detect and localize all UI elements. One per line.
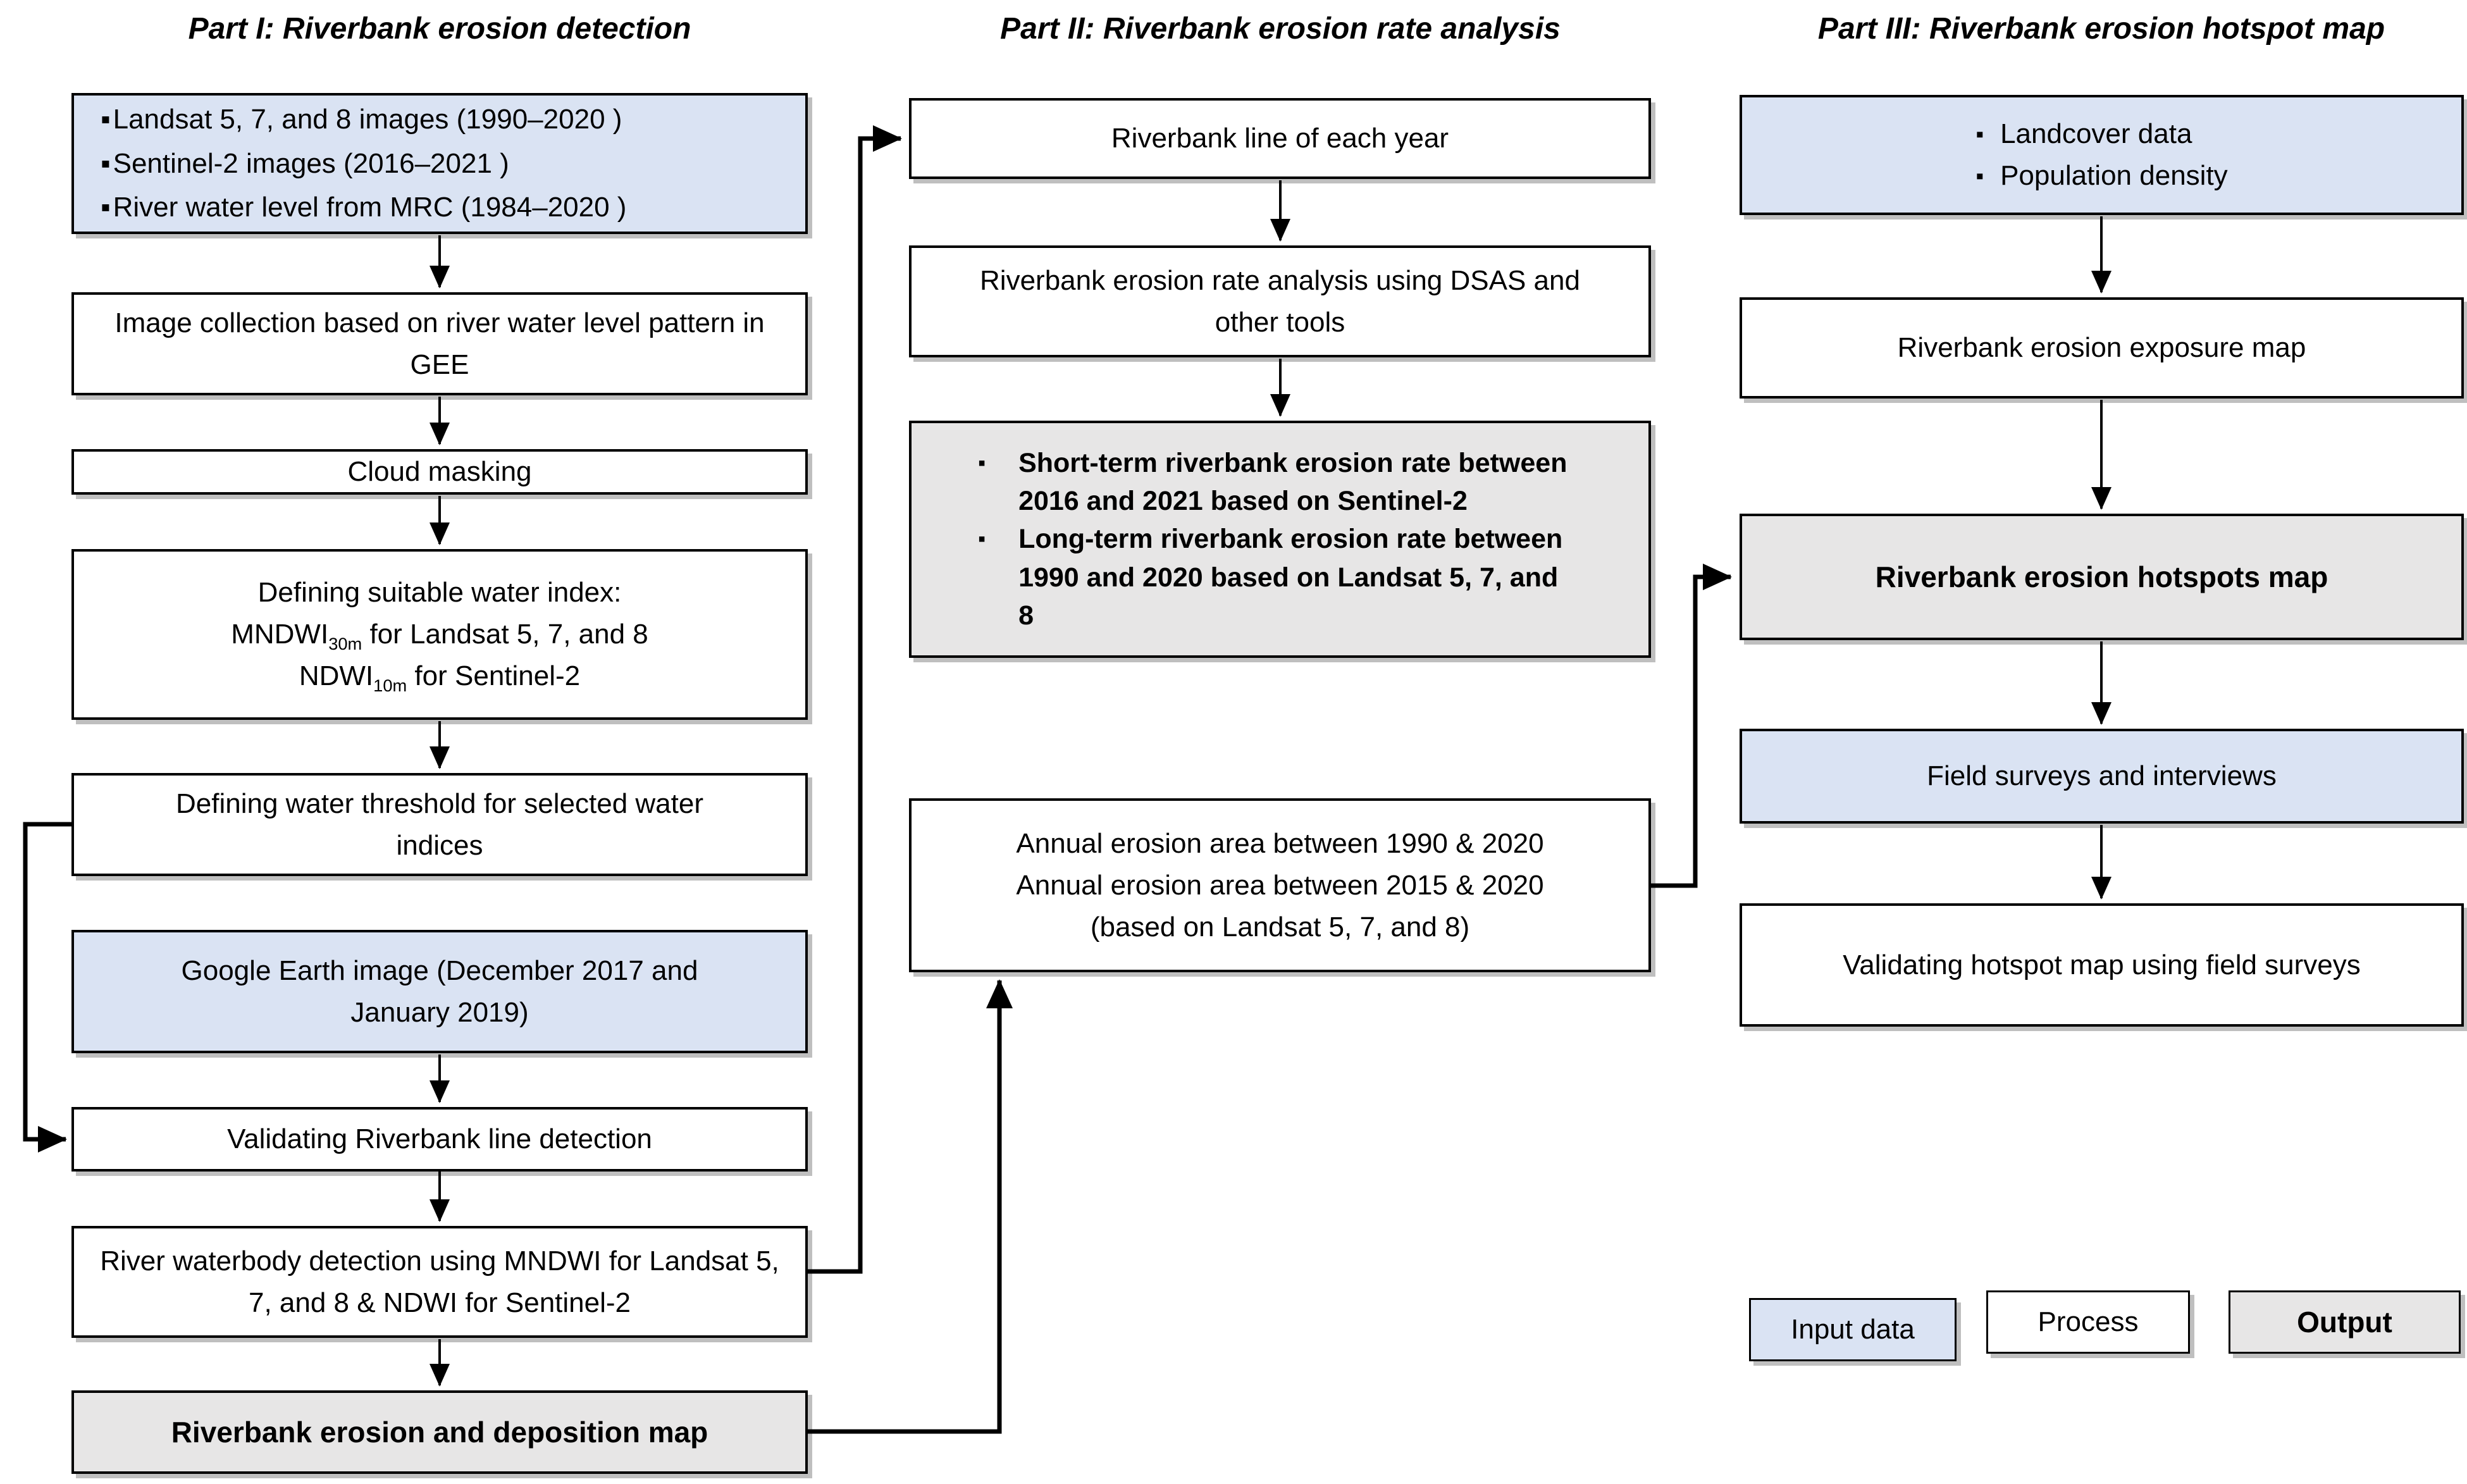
water-index-line1: Defining suitable water index: [257,577,622,608]
hotspots-map-box: Riverbank erosion hotspots map [1740,514,2464,640]
bullet-icon: ▪ [101,104,111,135]
annual-area-line3: (based on Landsat 5, 7, and 8) [1090,911,1470,943]
list-item: ▪ River water level from MRC (1984–2020 … [101,185,626,230]
right-input-label: Population density [2000,160,2228,191]
connector-threshold-to-validating-loop [23,822,71,1153]
rate-analysis-box: Riverbank erosion rate analysis using DS… [909,245,1651,357]
list-item: ▪ Landcover data [1975,113,2227,155]
input-source-label: Landsat 5, 7, and 8 images (1990–2020 ) [113,104,622,135]
list-item: ▪ Short-term riverbank erosion rate betw… [978,444,1575,520]
bullet-icon: ▪ [978,451,986,476]
validating-hotspot-box: Validating hotspot map using field surve… [1740,903,2464,1027]
erosion-rate-label: Short-term riverbank erosion rate betwee… [1018,448,1567,517]
input-source-label: River water level from MRC (1984–2020 ) [113,192,627,223]
erosion-rate-label: Long-term riverbank erosion rate between… [1018,524,1563,631]
cloud-masking-box: Cloud masking [71,449,808,495]
part2-title: Part II: Riverbank erosion rate analysis [1000,12,1561,46]
water-index-box: Defining suitable water index: MNDWI30m … [71,549,808,720]
water-index-line2: MNDWI30m for Landsat 5, 7, and 8 [231,619,648,653]
erosion-rates-box: ▪ Short-term riverbank erosion rate betw… [909,421,1651,658]
list-item: ▪ Population density [1975,155,2227,197]
water-index-line3: NDWI10m for Sentinel-2 [299,660,581,695]
input-data-sources-box: ▪ Landsat 5, 7, and 8 images (1990–2020 … [71,93,808,234]
validating-line-box: Validating Riverbank line detection [71,1107,808,1172]
annual-area-line2: Annual erosion area between 2015 & 2020 [1016,869,1544,901]
annual-erosion-area-box: Annual erosion area between 1990 & 2020 … [909,798,1651,972]
list-item: ▪ Landsat 5, 7, and 8 images (1990–2020 … [101,97,622,142]
connector-annual-area-to-hotspots-map [1651,564,1732,888]
field-surveys-box: Field surveys and interviews [1740,729,2464,824]
connector-waterbody-to-riverbank-line [808,125,902,1274]
right-input-label: Landcover data [2000,118,2192,149]
bullet-icon: ▪ [101,147,111,179]
water-threshold-box: Defining water threshold for selected wa… [71,773,808,876]
bullet-icon: ▪ [1975,121,1984,147]
part3-title: Part III: Riverbank erosion hotspot map [1817,12,2385,46]
list-item: ▪ Long-term riverbank erosion rate betwe… [978,520,1575,634]
erosion-deposition-map-box: Riverbank erosion and deposition map [71,1390,808,1474]
legend-process: Process [1986,1290,2190,1354]
connector-deposition-map-to-annual-area [808,979,1013,1434]
input-source-label: Sentinel-2 images (2016–2021 ) [113,147,509,179]
google-earth-box: Google Earth image (December 2017 and Ja… [71,930,808,1053]
legend-input-data: Input data [1749,1298,1957,1361]
waterbody-detection-box: River waterbody detection using MNDWI fo… [71,1226,808,1338]
part1-title: Part I: Riverbank erosion detection [188,12,691,46]
annual-area-line1: Annual erosion area between 1990 & 2020 [1016,827,1544,859]
landcover-population-box: ▪ Landcover data ▪ Population density [1740,95,2464,215]
image-collection-box: Image collection based on river water le… [71,292,808,395]
riverbank-line-box: Riverbank line of each year [909,98,1651,179]
legend-output: Output [2229,1290,2461,1354]
exposure-map-box: Riverbank erosion exposure map [1740,297,2464,399]
list-item: ▪ Sentinel-2 images (2016–2021 ) [101,142,509,186]
bullet-icon: ▪ [978,527,986,552]
bullet-icon: ▪ [101,192,111,223]
bullet-icon: ▪ [1975,163,1984,189]
